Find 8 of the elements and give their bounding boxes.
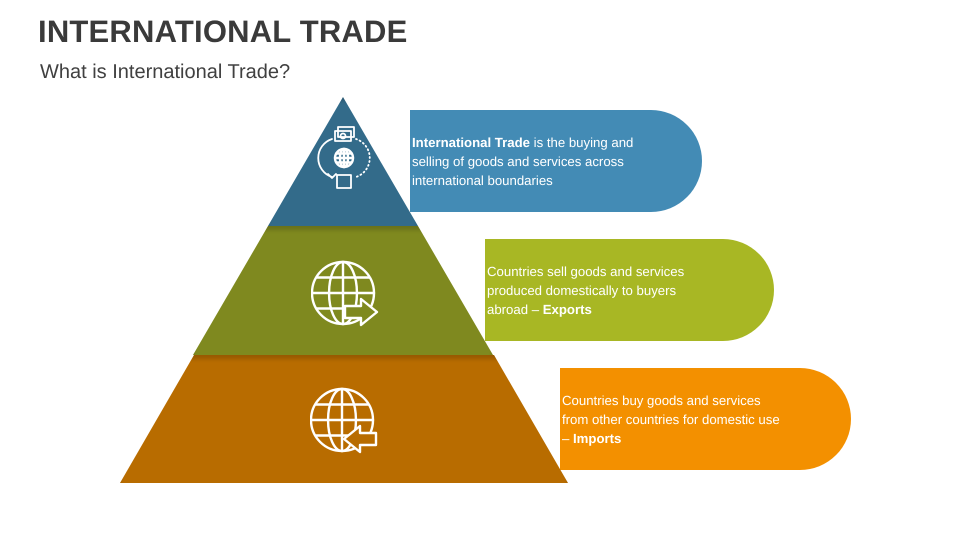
rounded-banner <box>485 239 774 341</box>
description-text: Countries buy goods and services from other countries for domestic use – Imports <box>562 392 781 448</box>
slide-title: INTERNATIONAL TRADE <box>38 14 408 50</box>
description-text: International Trade is the buying and selling of goods and services across international boundaries <box>412 134 634 190</box>
rounded-banner <box>560 368 851 470</box>
rounded-banner <box>410 110 702 212</box>
subtitle: What is International Trade? <box>40 61 290 84</box>
description-text: Countries sell goods and services produced domestically to buyers abroad – Exports <box>487 262 686 318</box>
